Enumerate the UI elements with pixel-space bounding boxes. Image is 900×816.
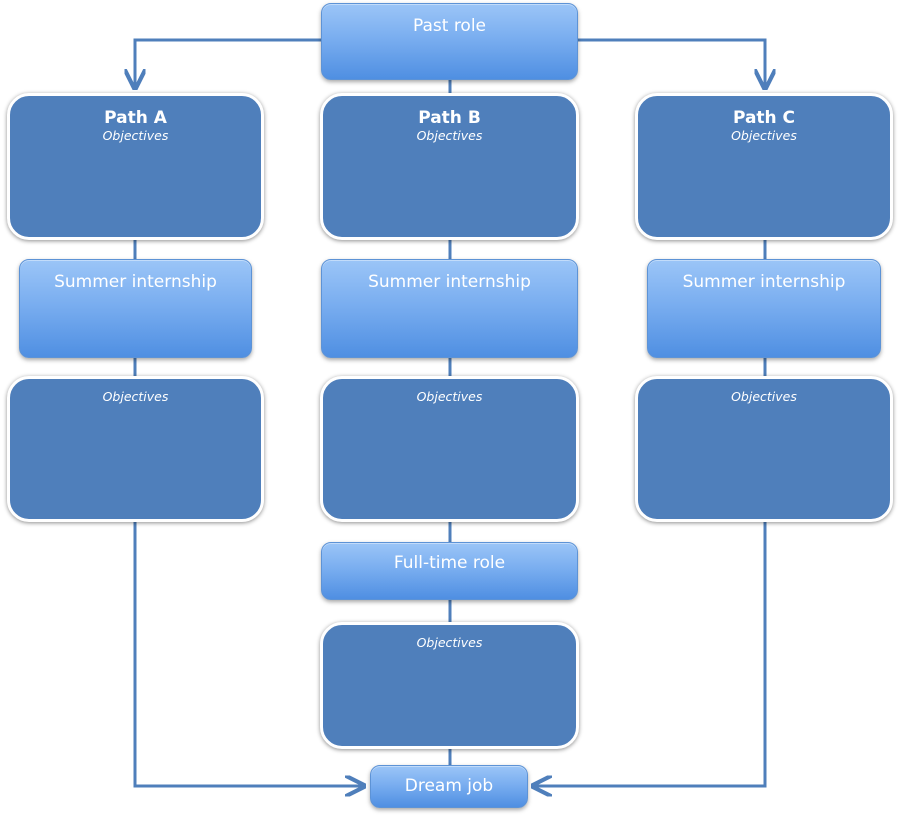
path-a-card: Path A Objectives: [7, 93, 264, 240]
path-b-internship-label: Summer internship: [368, 272, 531, 292]
path-c-card: Path C Objectives: [635, 93, 893, 240]
full-time-role-label: Full-time role: [393, 553, 506, 573]
path-a-title: Path A: [104, 108, 167, 128]
path-a-objectives: Objectives: [102, 128, 169, 143]
path-a-internship-label: Summer internship: [54, 272, 217, 292]
path-a-objectives-2: Objectives: [102, 389, 169, 404]
path-b-objectives-card: Objectives: [320, 376, 579, 522]
connector-c-to-dream-job: [533, 520, 767, 786]
full-time-role-box: Full-time role: [321, 542, 578, 600]
path-a-objectives-card: Objectives: [7, 376, 264, 522]
connector-a-to-dream-job: [133, 520, 364, 786]
connector-top-to-path-c: [578, 38, 765, 88]
path-c-objectives: Objectives: [731, 128, 797, 143]
past-role-label: Past role: [412, 16, 487, 36]
path-c-objectives-2: Objectives: [731, 389, 797, 404]
path-b-title: Path B: [418, 108, 481, 128]
path-b-full-time-objectives-card: Objectives: [320, 622, 579, 749]
path-a-internship-box: Summer internship: [19, 259, 252, 358]
path-c-objectives-card: Objectives: [635, 376, 893, 522]
path-b-objectives-3: Objectives: [416, 635, 483, 650]
dream-job-label: Dream job: [404, 776, 494, 796]
path-c-internship-box: Summer internship: [647, 259, 881, 358]
connector-top-to-path-a: [135, 38, 322, 88]
path-c-title: Path C: [732, 108, 796, 128]
past-role-box: Past role: [321, 3, 578, 80]
path-b-objectives: Objectives: [416, 128, 483, 143]
dream-job-box: Dream job: [370, 765, 528, 808]
path-b-internship-box: Summer internship: [321, 259, 578, 358]
path-b-objectives-2: Objectives: [416, 389, 483, 404]
path-b-card: Path B Objectives: [320, 93, 579, 240]
path-c-internship-label: Summer internship: [682, 272, 846, 292]
